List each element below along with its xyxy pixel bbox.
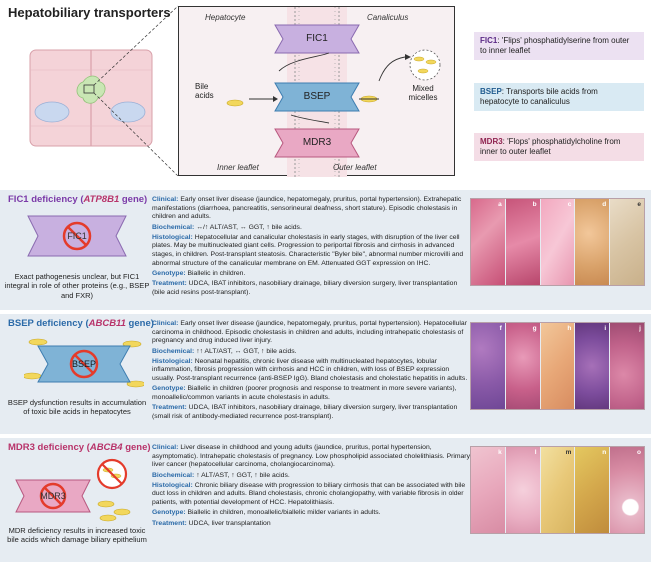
histology-panel-e: e [610,199,644,285]
legend-mdr3: MDR3: 'Flops' phosphatidylcholine from i… [474,133,644,161]
histology-panel-d: d [575,199,610,285]
canaliculus-label: Canaliculus [367,13,409,22]
bsep-histology-panels: f g h i j [470,322,645,410]
section-bsep-title: BSEP deficiency (ABCB11 gene) [8,318,154,329]
mdr3-details: Clinical: Liver disease in childhood and… [152,444,470,527]
inner-leaflet-label: Inner leaflet [217,163,259,172]
bsep-dysfunction-note: BSEP dysfunction results in accumulation… [7,398,147,417]
legend-bsep: BSEP: Transports bile acids from hepatoc… [474,83,644,111]
page-title: Hepatobiliary transporters [8,5,171,20]
legend-fic1-name: FIC1 [480,36,498,45]
mixed-micelles-label: Mixed micelles [408,84,438,102]
fic1-deficient-protein-illustration: FIC1 [27,215,127,257]
fic1-histology-panels: a b c d e [470,198,645,286]
fic1-protein-text: FIC1 [67,231,87,241]
bsep-deficient-protein-illustration: BSEP [24,338,144,388]
outer-leaflet-label: Outer leaflet [333,163,377,172]
mdr3-histology-panels: k l m n o [470,446,645,534]
histology-panel-b: b [505,199,540,285]
mdr3-deficiency-note: MDR deficiency results in increased toxi… [7,526,147,545]
fic1-label: FIC1 [306,33,328,44]
section-mdr3: MDR3 deficiency (ABCB4 gene) MDR3 MDR de… [0,438,651,562]
section-fic1: FIC1 deficiency (ATP8B1 gene) FIC1 Exact… [0,190,651,310]
legend-fic1: FIC1: 'Flips' phosphatidylserine from ou… [474,32,644,60]
bsep-label: BSEP [303,91,331,102]
legend-bsep-text: : Transports bile acids from hepatocyte … [480,87,598,106]
fic1-pathogenesis-note: Exact pathogenesis unclear, but FIC1 int… [4,272,150,300]
bsep-protein-text: BSEP [72,359,96,369]
histology-panel-a: a [471,199,505,285]
membrane-zoom-box: Hepatocyte Canaliculus FIC1 BSEP MDR3 Bi… [178,6,455,177]
legend-fic1-text: : 'Flips' phosphatidylserine from outer … [480,36,630,55]
section-bsep: BSEP deficiency (ABCB11 gene) BSEP BSEP … [0,314,651,434]
histology-panel-n: n [575,447,610,533]
histology-panel-m: m [540,447,575,533]
histology-panel-g: g [505,323,540,409]
fic1-details: Clinical: Early onset liver disease (jau… [152,196,464,296]
mdr3-protein-text: MDR3 [40,491,66,501]
histology-panel-h: h [540,323,575,409]
mdr3-deficient-protein-illustration: MDR3 [15,458,131,522]
legend-mdr3-text: : 'Flops' phosphatidylcholine from inner… [480,137,621,156]
legend-mdr3-name: MDR3 [480,137,503,146]
histology-panel-c: c [540,199,575,285]
bile-acids-label: Bile acids [195,82,214,100]
membrane-diagram [226,7,441,177]
section-mdr3-title: MDR3 deficiency (ABCB4 gene) [8,442,151,453]
histology-panel-i: i [575,323,610,409]
histology-panel-l: l [505,447,540,533]
bsep-details: Clinical: Early onset liver disease (jau… [152,320,468,420]
section-fic1-title: FIC1 deficiency (ATP8B1 gene) [8,194,148,205]
legend-bsep-name: BSEP [480,87,502,96]
mdr3-label: MDR3 [302,137,332,148]
top-panel: Hepatobiliary transporters [0,0,651,186]
histology-panel-o: o [610,447,644,533]
hepatocyte-cells-illustration [29,49,153,147]
hepatocyte-label: Hepatocyte [205,13,246,22]
histology-panel-k: k [471,447,505,533]
histology-panel-f: f [471,323,505,409]
histology-panel-j: j [610,323,644,409]
